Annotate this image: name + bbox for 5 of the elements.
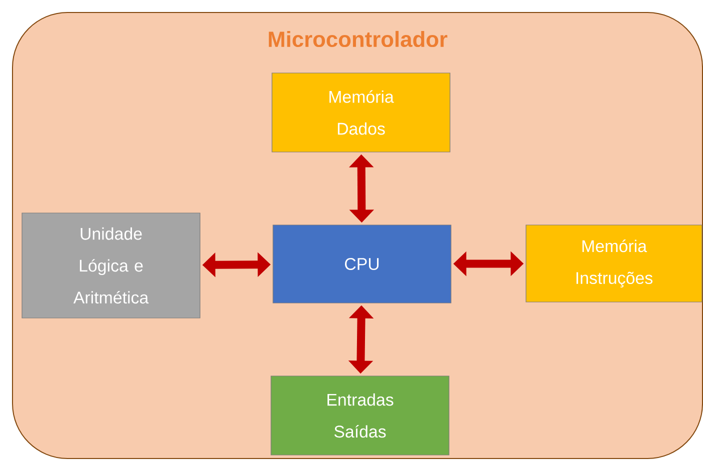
cpu-box: CPU [272, 224, 452, 304]
io-box: Entradas Saídas [270, 376, 450, 456]
memory-box: Memória Dados [272, 72, 450, 152]
memory-box: Memória Instruções [526, 224, 702, 302]
unit-box: Unidade Lógica e Aritmética [22, 212, 200, 318]
